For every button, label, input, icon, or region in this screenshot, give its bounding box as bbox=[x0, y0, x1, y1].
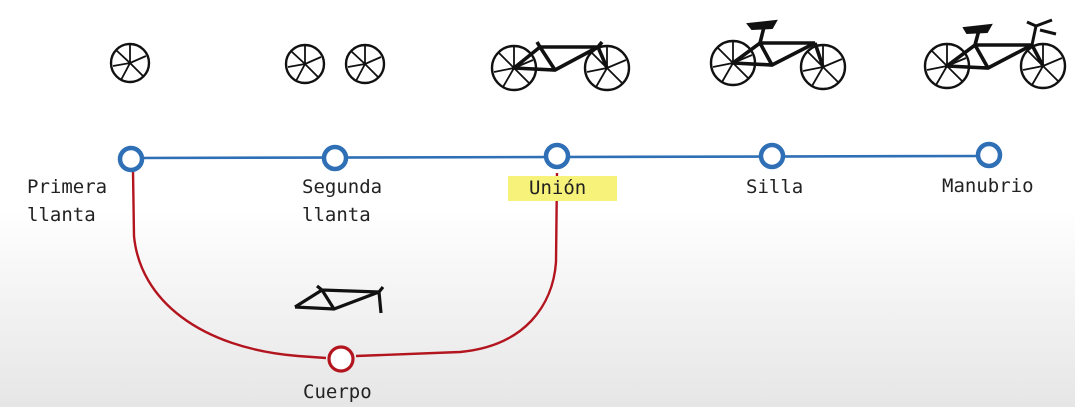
label-primera-llanta-line1: Primera bbox=[27, 176, 107, 198]
two-wheels-icon bbox=[284, 43, 386, 85]
node-primera-llanta[interactable] bbox=[117, 145, 145, 173]
bike-frame-wheels-icon bbox=[490, 40, 631, 92]
node-union[interactable] bbox=[543, 142, 571, 170]
label-segunda-llanta-line1: Segunda bbox=[302, 176, 382, 198]
label-silla: Silla bbox=[746, 176, 803, 198]
full-bike-icon bbox=[923, 18, 1067, 90]
node-segunda-llanta[interactable] bbox=[321, 144, 349, 172]
bike-with-seat-icon bbox=[709, 19, 847, 91]
label-segunda-llanta-line2: llanta bbox=[302, 204, 371, 226]
label-union: Unión bbox=[529, 177, 586, 199]
union-highlight bbox=[508, 176, 617, 201]
label-cuerpo: Cuerpo bbox=[303, 381, 372, 403]
node-manubrio[interactable] bbox=[975, 141, 1003, 169]
label-manubrio: Manubrio bbox=[942, 175, 1034, 197]
branch-line bbox=[131, 170, 559, 360]
single-wheel-icon bbox=[109, 42, 151, 84]
node-silla[interactable] bbox=[758, 142, 786, 170]
node-cuerpo[interactable] bbox=[327, 345, 355, 373]
bike-frame-icon bbox=[294, 284, 385, 314]
label-primera-llanta-line2: llanta bbox=[27, 204, 96, 226]
